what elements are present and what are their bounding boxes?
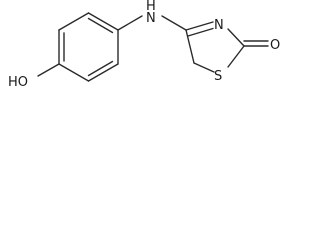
molecule-diagram: HO H N N S O (0, 0, 302, 109)
double-bond-inner (87, 60, 114, 77)
hydroxyl-label: HO (8, 75, 28, 90)
bond (87, 63, 119, 82)
bond (87, 12, 119, 31)
benzene-ring (58, 12, 119, 82)
ring-n-label: N (214, 18, 224, 33)
carbonyl-o-label: O (270, 38, 280, 53)
thiazolone-ring (185, 21, 245, 73)
bond-c5-c4 (185, 29, 195, 64)
bond-n3-c2 (227, 28, 245, 47)
bond-s1-c5 (193, 62, 215, 73)
bond-ring-to-nh (117, 15, 143, 31)
bond (58, 63, 90, 82)
ring-s-label: S (214, 69, 222, 84)
amine-n-label: N (146, 11, 156, 26)
bond-c4-n3 (185, 21, 214, 31)
double-bond-c4-n3 (187, 27, 214, 37)
structure-drawing: HO H N N S O (8, 0, 280, 90)
amine-h-label: H (146, 0, 156, 14)
bond-c2-s1 (227, 45, 245, 68)
double-bond-inner (87, 17, 114, 34)
bond-to-hydroxyl (37, 63, 60, 77)
bond (58, 12, 90, 31)
bond-nh-to-thiazole (161, 15, 187, 31)
